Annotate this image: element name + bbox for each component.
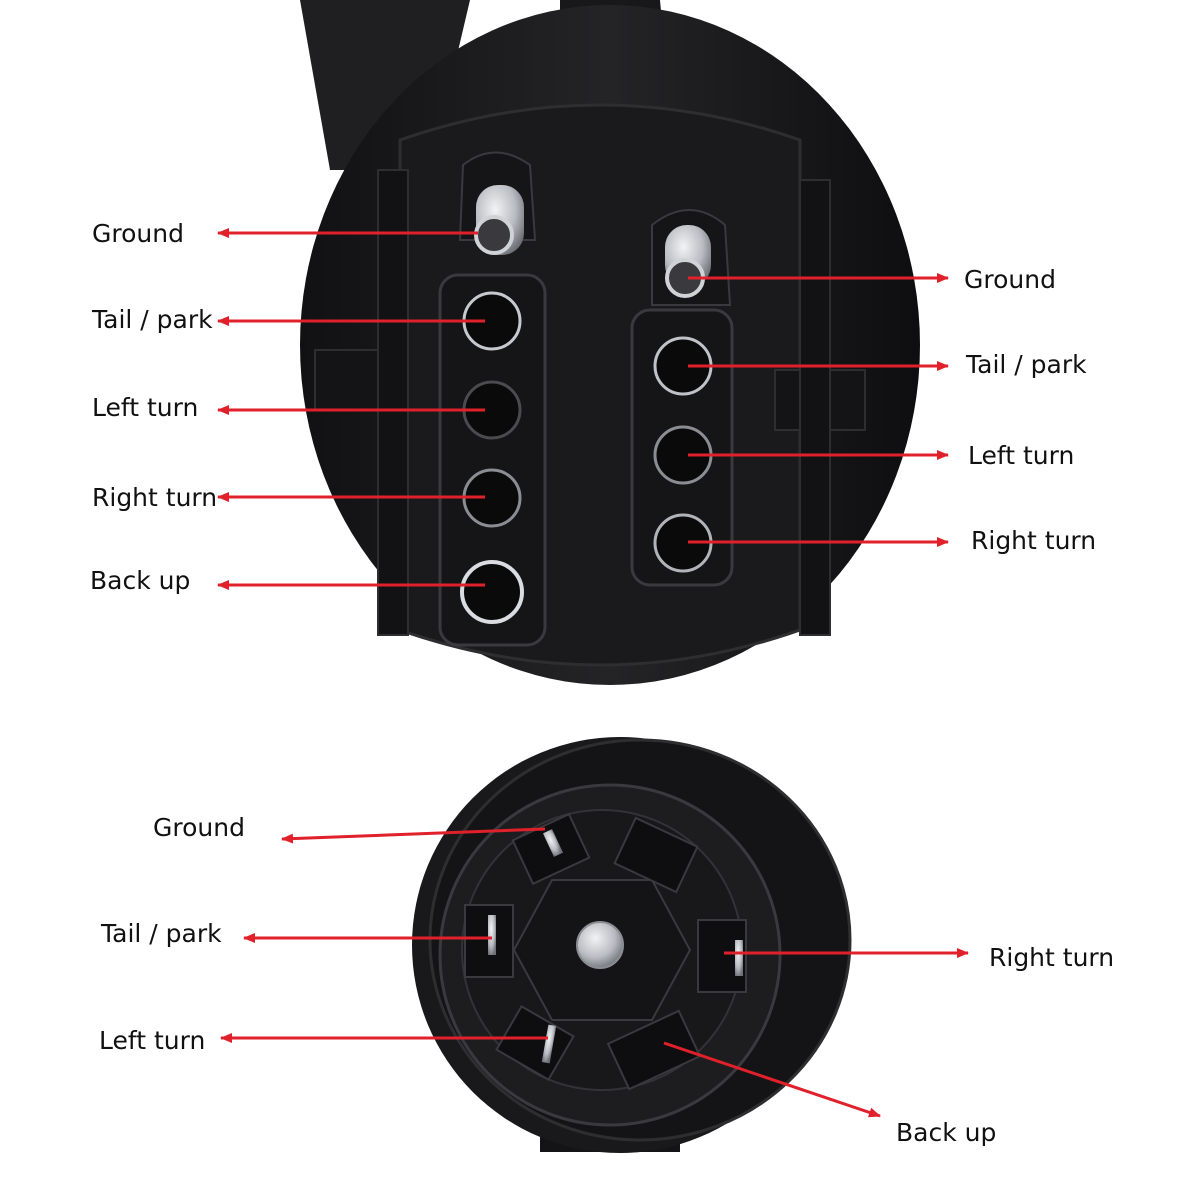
bottom-plug-image [412, 737, 852, 1153]
label-top-right-left-turn: Left turn [968, 441, 1074, 470]
bottom-plug-center-pin [576, 921, 624, 969]
top-plug-right-arrows [688, 273, 949, 547]
bottom-plug-contact-tail-park [488, 915, 496, 955]
label-bottom-tail-park: Tail / park [100, 919, 222, 948]
bottom-plug-slot-back-up [606, 1009, 702, 1091]
label-top-left-left-turn: Left turn [92, 393, 198, 422]
label-bottom-back-up: Back up [896, 1118, 996, 1147]
label-top-left-right-turn: Right turn [92, 483, 217, 512]
bottom-plug-slot-top-right [613, 816, 699, 894]
bottom-plug-contact-ground [542, 829, 564, 857]
top-plug-guide-left [377, 169, 409, 636]
bottom-plug-contact-right-turn [735, 940, 743, 976]
bottom-plug-slot-left-turn [495, 1004, 575, 1082]
label-top-right-ground: Ground [964, 265, 1056, 294]
bottom-plug-contact-left-turn [541, 1024, 557, 1064]
label-bottom-right-turn: Right turn [989, 943, 1114, 972]
label-bottom-ground: Ground [153, 813, 245, 842]
arrow-bottom-back-up [663, 1041, 881, 1118]
label-top-left-ground: Ground [92, 219, 184, 248]
arrow-bottom-ground [281, 827, 546, 844]
top-plug-guide-right [799, 179, 831, 636]
top-plug-left-arrows [217, 228, 485, 590]
label-top-right-tail-park: Tail / park [965, 350, 1087, 379]
top-plug-image [300, 0, 920, 685]
top-plug-left-hole-back-up [460, 560, 524, 624]
bottom-plug-arrows [220, 827, 969, 1118]
top-plug-left-socket-strip [438, 273, 547, 647]
label-top-right-right-turn: Right turn [971, 526, 1096, 555]
top-plug-left-ground-pin-tip [474, 215, 514, 255]
label-top-left-tail-park: Tail / park [91, 305, 213, 334]
label-top-left-back-up: Back up [90, 566, 190, 595]
label-bottom-left-turn: Left turn [99, 1026, 205, 1055]
